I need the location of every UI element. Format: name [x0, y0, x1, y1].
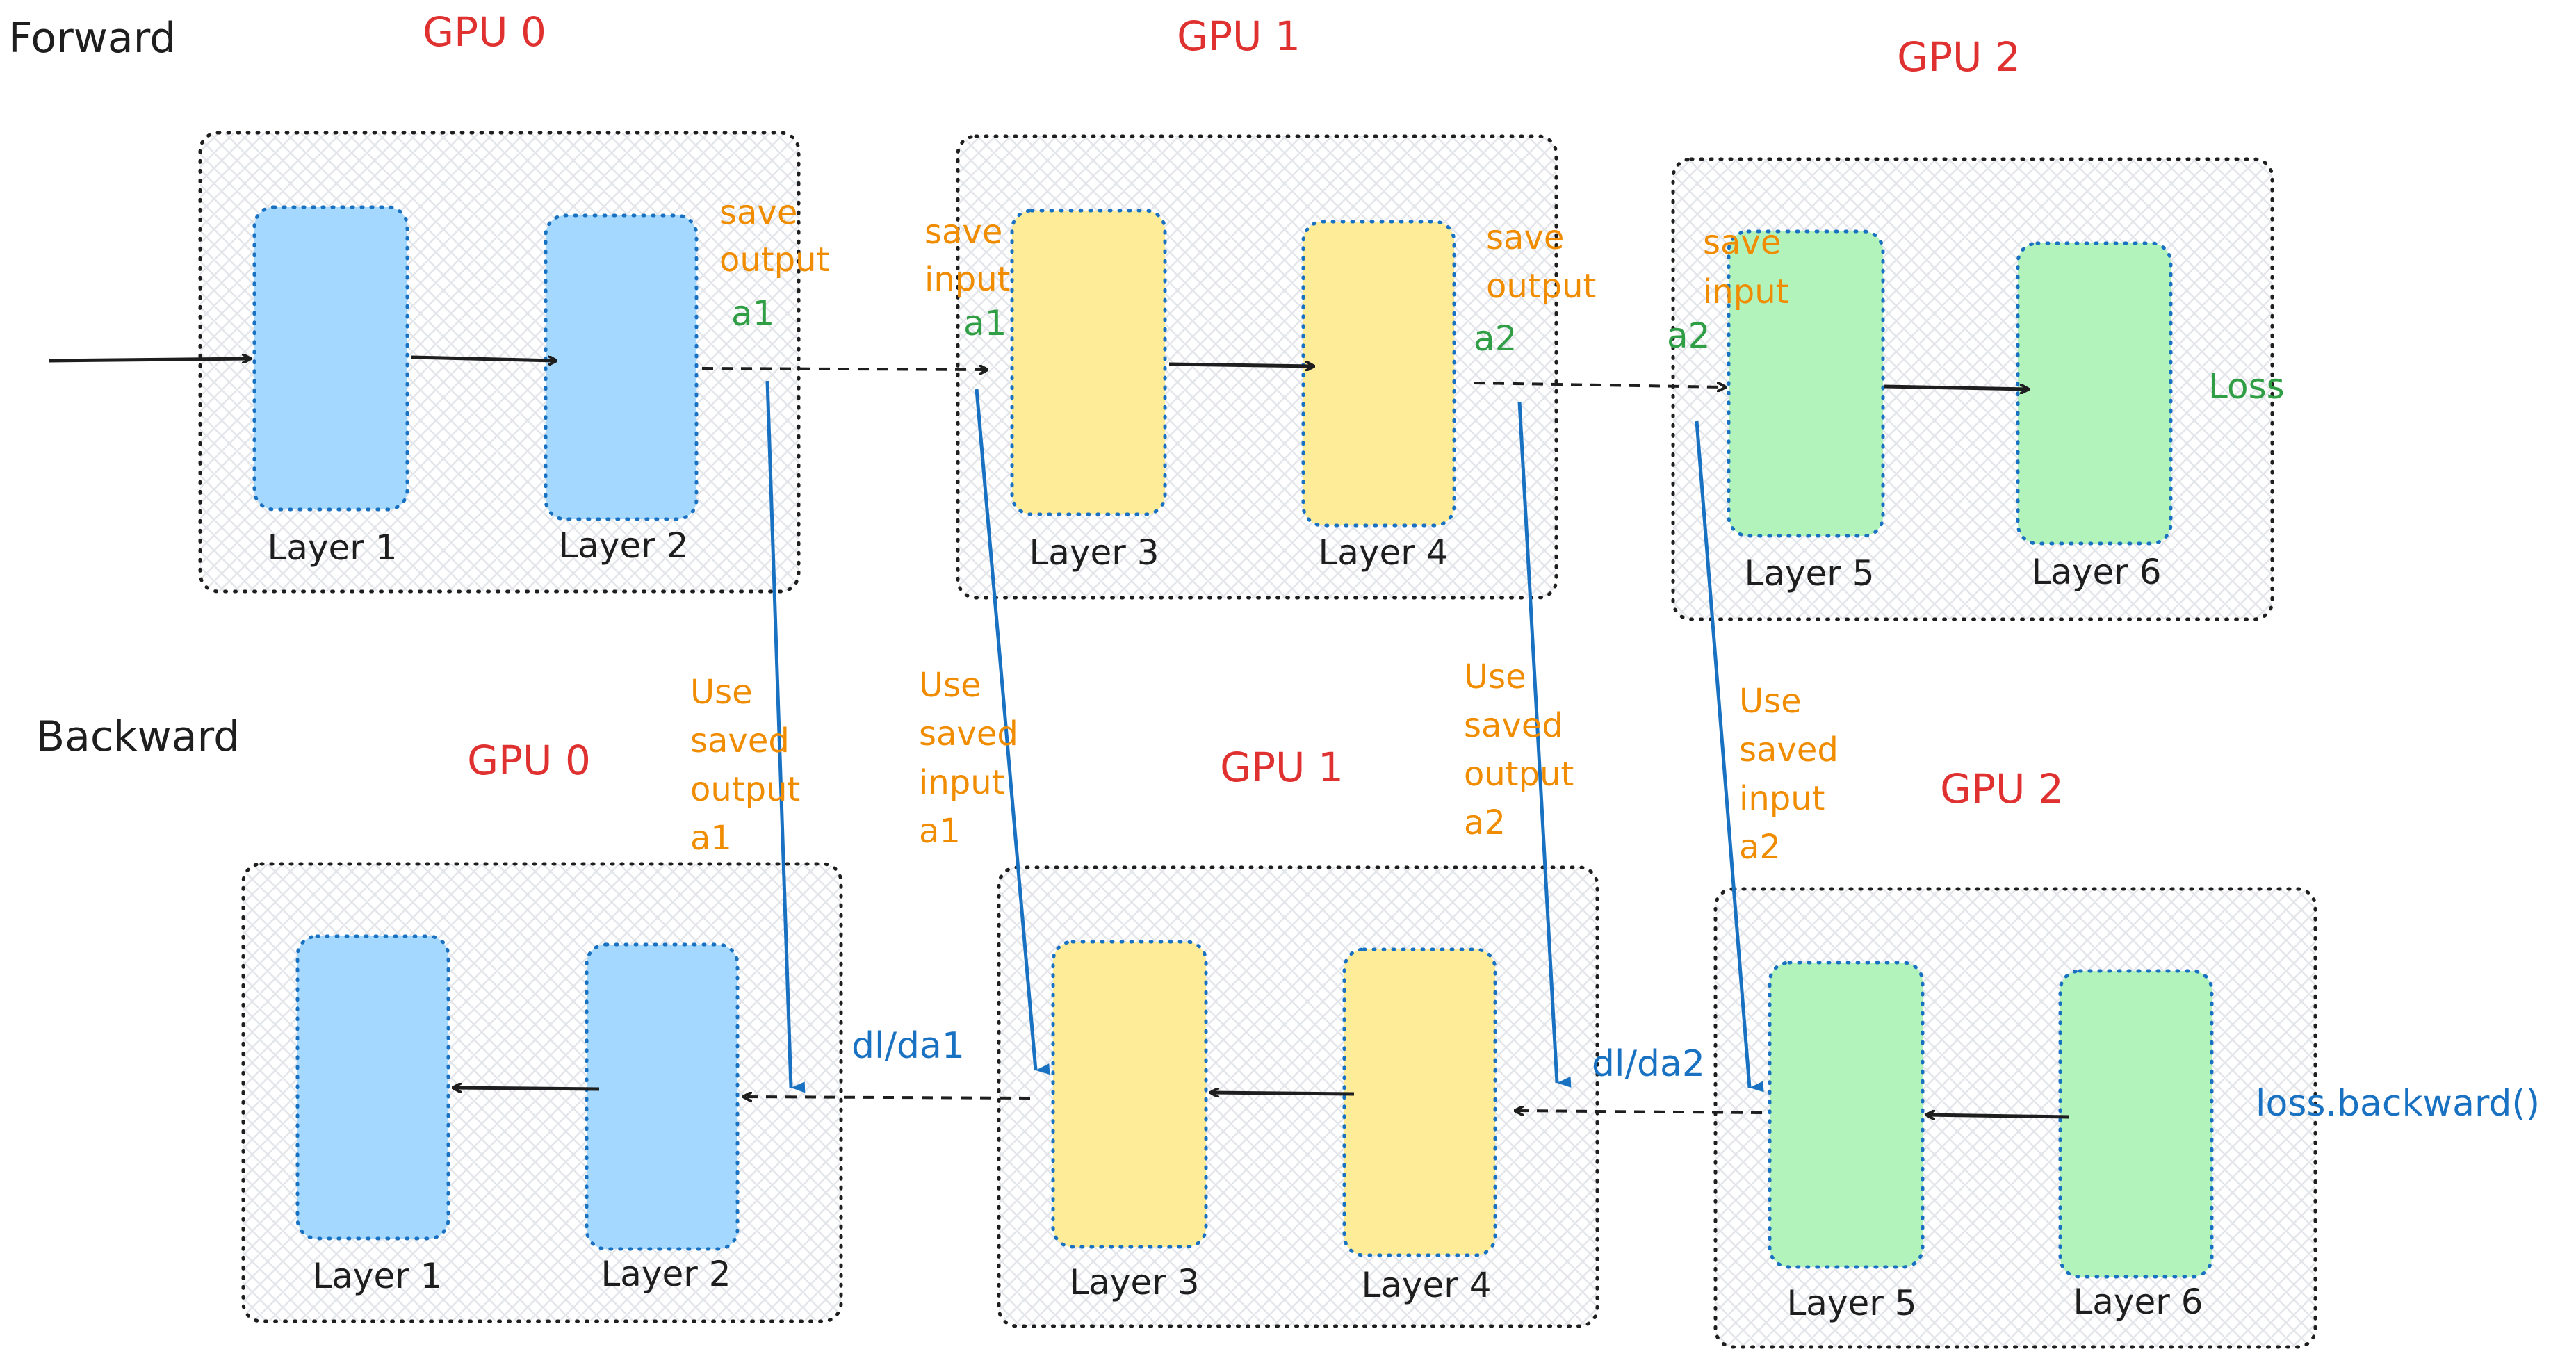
backward-layer3-label: Layer 3 [1069, 1262, 1199, 1302]
loss-backward-label: loss.backward() [2256, 1083, 2540, 1125]
backward-gpu1-gpu0-arrow [744, 1097, 1031, 1098]
saved-input-a2-arrow [1695, 420, 1764, 1093]
svg-text:output: output [1486, 267, 1596, 306]
saved-output-a1-arrow [765, 380, 806, 1093]
forward-gpu2-label: GPU 2 [1897, 33, 2021, 81]
svg-text:a2: a2 [1464, 803, 1506, 842]
forward-layer2 [544, 213, 699, 521]
svg-text:saved: saved [690, 721, 790, 760]
forward-layer5 [1727, 229, 1885, 538]
forward-gpu1-act-in-a1: a1 [963, 303, 1006, 343]
use-saved-output-a1-note: Use saved output a1 [690, 673, 800, 858]
forward-gpu0-gpu1-arrow [701, 368, 987, 370]
backward-l4-l3-arrow [1211, 1093, 1355, 1094]
svg-text:input: input [919, 763, 1004, 802]
svg-text:a1: a1 [919, 812, 961, 851]
backward-layer5-label: Layer 5 [1786, 1283, 1916, 1323]
backward-layer3 [1051, 940, 1208, 1249]
forward-layer6 [2016, 241, 2173, 546]
forward-gpu0-label: GPU 0 [423, 8, 546, 56]
forward-gpu0-save-note: save output [719, 193, 829, 279]
svg-text:output: output [1464, 755, 1574, 794]
svg-text:a1: a1 [690, 819, 732, 858]
use-saved-output-a2-note: Use saved output a2 [1464, 657, 1574, 842]
saved-input-a1-arrow [975, 389, 1050, 1075]
backward-l2-l1-arrow [453, 1088, 600, 1089]
svg-text:save: save [1703, 223, 1781, 262]
forward-layer2-label: Layer 2 [558, 525, 688, 566]
use-saved-input-a1-note: Use saved input a1 [919, 666, 1018, 851]
svg-text:Use: Use [690, 673, 753, 712]
svg-text:Use: Use [919, 666, 981, 705]
forward-layer6-label: Layer 6 [2031, 552, 2161, 592]
forward-gpu2-save-input-note: save input [1703, 223, 1788, 311]
svg-text:input: input [924, 260, 1010, 299]
backward-layer2-label: Layer 2 [601, 1254, 731, 1294]
svg-text:Use: Use [1739, 682, 1802, 721]
svg-text:Use: Use [1464, 657, 1526, 696]
backward-layer6-label: Layer 6 [2073, 1282, 2203, 1322]
forward-gpu2-act-in-a2: a2 [1667, 316, 1710, 356]
svg-text:input: input [1739, 779, 1825, 818]
forward-layer5-label: Layer 5 [1744, 553, 1874, 594]
forward-gpu1-gpu2-arrow [1473, 382, 1725, 387]
backward-gpu2-gpu1-arrow [1515, 1111, 1763, 1113]
forward-loss-label: Loss [2208, 366, 2285, 407]
backward-gpu1-label: GPU 1 [1220, 744, 1344, 791]
backward-layer6 [2058, 969, 2214, 1279]
forward-layer1-label: Layer 1 [267, 528, 397, 568]
svg-text:save: save [924, 213, 1002, 252]
backward-layer2 [585, 942, 740, 1251]
forward-l1-l2-arrow [411, 355, 556, 361]
backward-gpu2-label: GPU 2 [1940, 765, 2064, 812]
forward-input-arrow [49, 359, 250, 361]
forward-gpu0-act-a1: a1 [731, 293, 774, 334]
backward-layer1 [295, 934, 450, 1241]
forward-layer1 [252, 205, 409, 512]
backward-layer1-label: Layer 1 [312, 1256, 442, 1296]
backward-layer4 [1342, 947, 1497, 1257]
backward-l6-l5-arrow [1927, 1115, 2070, 1117]
forward-l5-l6-arrow [1884, 386, 2028, 389]
forward-gpu1-act-out-a2: a2 [1474, 318, 1517, 359]
use-saved-input-a2-note: Use saved input a2 [1739, 682, 1839, 867]
backward-title: Backward [36, 712, 240, 761]
svg-text:output: output [719, 240, 829, 279]
svg-text:saved: saved [919, 714, 1018, 753]
svg-text:save: save [719, 193, 797, 232]
forward-layer4-label: Layer 4 [1318, 532, 1448, 573]
grad-a2-label: dl/da2 [1592, 1043, 1705, 1085]
backward-gpu0-label: GPU 0 [467, 737, 591, 784]
forward-gpu1-save-output-note: save output [1486, 218, 1596, 306]
svg-text:saved: saved [1739, 730, 1839, 769]
svg-text:a2: a2 [1739, 828, 1781, 867]
forward-layer4 [1301, 220, 1456, 528]
svg-text:saved: saved [1464, 706, 1563, 745]
backward-layer4-label: Layer 4 [1361, 1265, 1491, 1305]
svg-text:save: save [1486, 218, 1564, 257]
svg-text:input: input [1703, 272, 1788, 311]
grad-a1-label: dl/da1 [851, 1025, 965, 1067]
svg-text:output: output [690, 770, 800, 809]
saved-output-a2-arrow [1517, 401, 1572, 1088]
forward-gpu1-label: GPU 1 [1177, 13, 1301, 60]
forward-layer3 [1010, 209, 1167, 516]
backward-layer5 [1768, 961, 1925, 1269]
forward-gpu1-save-input-note: save input [924, 213, 1010, 299]
forward-title: Forward [8, 14, 176, 63]
forward-layer3-label: Layer 3 [1029, 532, 1159, 573]
forward-l3-l4-arrow [1168, 364, 1314, 366]
